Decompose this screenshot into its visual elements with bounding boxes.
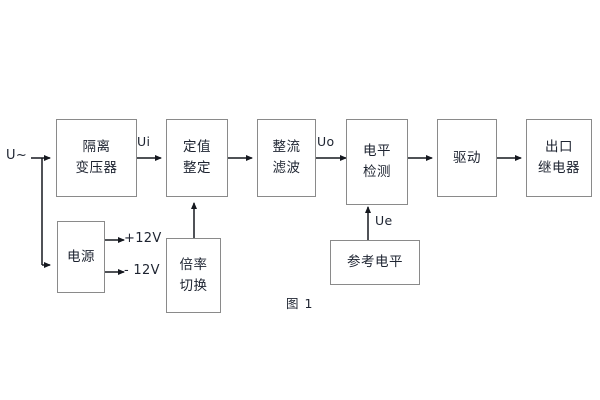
block-multiplier-switch-line-2: 切换 bbox=[179, 277, 208, 294]
input-label-u-ac: U~ bbox=[6, 148, 28, 163]
block-reference-level-line-1: 参考电平 bbox=[347, 254, 403, 271]
block-output-relay-line-2: 继电器 bbox=[538, 160, 580, 176]
block-level-detect[interactable]: 电平 检测 bbox=[346, 119, 408, 205]
block-output-relay[interactable]: 出口 继电器 bbox=[526, 119, 592, 197]
block-isolation-transformer-line-1: 隔离 bbox=[82, 139, 111, 156]
block-power-supply[interactable]: 电源 bbox=[57, 221, 105, 293]
rail-label-positive-12v: +12V bbox=[124, 231, 162, 246]
block-rectify-filter-line-2: 滤波 bbox=[272, 160, 301, 176]
block-isolation-transformer-line-2: 变压器 bbox=[75, 160, 118, 176]
block-level-detect-line-2: 检测 bbox=[363, 164, 391, 180]
edge-label-uo: Uo bbox=[317, 134, 335, 149]
block-driver[interactable]: 驱动 bbox=[437, 119, 497, 197]
block-setpoint-adjust[interactable]: 定值 整定 bbox=[166, 119, 228, 197]
connector-input-split bbox=[31, 155, 51, 268]
edge-label-ui: Ui bbox=[137, 134, 151, 149]
block-multiplier-switch[interactable]: 倍率 切换 bbox=[166, 238, 221, 313]
block-multiplier-switch-line-1: 倍率 bbox=[179, 256, 208, 273]
block-rectify-filter[interactable]: 整流 滤波 bbox=[257, 119, 316, 197]
rail-label-negative-12v: - 12V bbox=[124, 263, 160, 278]
block-setpoint-adjust-line-1: 定值 bbox=[183, 139, 211, 156]
block-level-detect-line-1: 电平 bbox=[363, 143, 391, 160]
figure-caption: 图 1 bbox=[286, 296, 314, 311]
edge-label-ue: Ue bbox=[375, 213, 393, 228]
block-rectify-filter-line-1: 整流 bbox=[272, 139, 301, 156]
block-isolation-transformer[interactable]: 隔离 变压器 bbox=[56, 119, 137, 197]
block-setpoint-adjust-line-2: 整定 bbox=[183, 160, 211, 176]
block-reference-level[interactable]: 参考电平 bbox=[330, 240, 420, 285]
block-power-supply-line-1: 电源 bbox=[67, 248, 95, 265]
block-output-relay-line-1: 出口 bbox=[545, 139, 573, 156]
block-driver-line-1: 驱动 bbox=[453, 149, 481, 166]
